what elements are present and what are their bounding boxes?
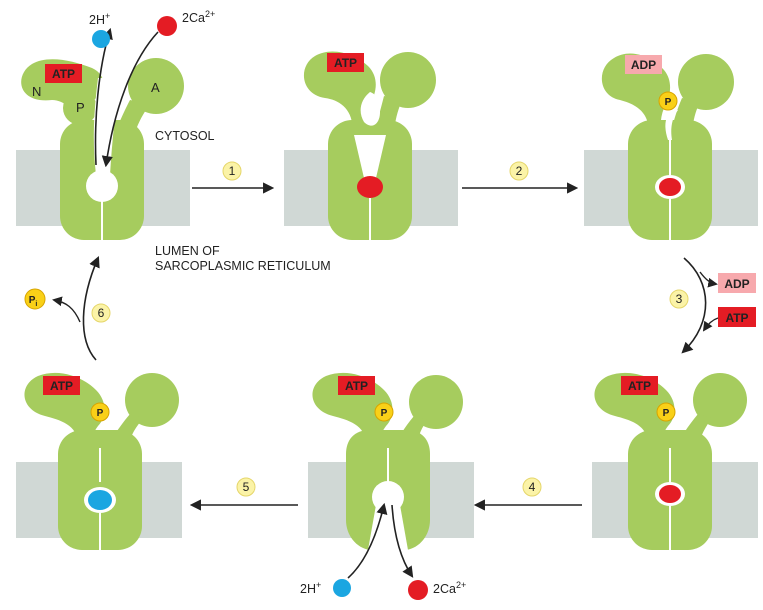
- step-4-badge: [522, 477, 542, 497]
- adp-label: ADP: [631, 58, 656, 72]
- phosphate-badge: [656, 402, 676, 422]
- state-2: ATP: [284, 51, 458, 240]
- lumen-label-line2: SARCOPLASMIC RETICULUM: [155, 259, 331, 273]
- state-5: ATP P: [308, 372, 474, 579]
- step-2-label: 2: [516, 164, 523, 178]
- atp-tag: [327, 53, 364, 72]
- calcium-label: 2Ca2+: [182, 9, 215, 25]
- a-domain: [678, 54, 734, 110]
- phosphate-badge: [90, 402, 110, 422]
- step-3-badge: [669, 289, 689, 309]
- calcium-release-arrow: [101, 31, 159, 168]
- cytosolic-cleft: [360, 92, 380, 126]
- lumenal-exit: [368, 505, 408, 550]
- proton-ion: [92, 30, 110, 48]
- proton-ion: [333, 579, 351, 597]
- atp-label: ATP: [345, 379, 368, 393]
- step-5-badge: [236, 477, 256, 497]
- adp-release-arrow: [699, 271, 718, 288]
- closed-cleft: [665, 108, 678, 140]
- step-6-label: 6: [98, 306, 105, 320]
- adp-tag: [718, 273, 756, 293]
- step-4-label: 4: [529, 480, 536, 494]
- adp-tag: [625, 55, 662, 74]
- p-domain: [63, 91, 97, 125]
- inorganic-phosphate-badge: [24, 288, 46, 310]
- proton-uptake-arrow: [347, 502, 388, 579]
- state-6: ATP P: [16, 372, 182, 550]
- atp-label: ATP: [50, 379, 73, 393]
- atp-tag: [621, 376, 658, 395]
- step-5-label: 5: [243, 480, 250, 494]
- bound-calcium: [659, 485, 681, 503]
- proton-label: 2H+: [89, 11, 110, 27]
- n-domain: [303, 51, 376, 138]
- atp-label: ATP: [52, 67, 75, 81]
- adp-label: ADP: [724, 277, 749, 291]
- atp-tag: [45, 64, 82, 83]
- calcium-ion: [408, 580, 428, 600]
- bound-calcium: [357, 176, 383, 198]
- a-domain-stalk: [108, 100, 150, 150]
- a-domain: [380, 52, 436, 108]
- calcium-ion: [157, 16, 177, 36]
- a-domain: [125, 373, 179, 427]
- phosphate-label: P: [665, 97, 672, 108]
- step-6-badge: [91, 303, 111, 323]
- a-domain-stalk: [106, 414, 144, 448]
- lumen-label-line1: LUMEN OF: [155, 244, 220, 258]
- phosphate-label: P: [381, 408, 388, 419]
- inorganic-phosphate-label: Pi: [29, 295, 38, 308]
- step-1-label: 1: [229, 164, 236, 178]
- phosphate-badge: [374, 402, 394, 422]
- step-3-arrow: [681, 257, 707, 354]
- state-1: ATP N P A: [16, 27, 190, 240]
- closed-vestibule: [354, 135, 386, 178]
- phosphate-release-arrow: [52, 296, 81, 323]
- atp-binding-arrow: [702, 317, 719, 332]
- bound-protons: [88, 490, 112, 510]
- calcium-label: 2Ca2+: [433, 580, 466, 596]
- atp-label: ATP: [334, 56, 357, 70]
- atp-label: ATP: [628, 379, 651, 393]
- atp-tag: [43, 376, 80, 395]
- n-domain: [601, 53, 671, 138]
- a-domain-label: A: [151, 80, 160, 95]
- a-domain-stalk: [374, 96, 402, 138]
- p-domain-label: P: [76, 100, 85, 115]
- atp-tag: [338, 376, 375, 395]
- proton-label: 2H+: [300, 580, 321, 596]
- step-3-label: 3: [676, 292, 683, 306]
- atp-label: ATP: [725, 311, 748, 325]
- cytosol-label: CYTOSOL: [155, 129, 215, 143]
- state-3: ADP P: [584, 53, 758, 240]
- atp-tag: [718, 307, 756, 327]
- a-domain: [128, 58, 184, 114]
- phosphate-label: P: [663, 408, 670, 419]
- a-domain-stalk: [394, 416, 428, 448]
- a-domain: [409, 375, 463, 429]
- binding-site-empty: [86, 170, 118, 202]
- a-domain-stalk: [670, 98, 700, 138]
- bound-calcium: [659, 178, 681, 196]
- state-4: ATP P: [592, 372, 758, 550]
- open-channel: [93, 78, 118, 175]
- a-domain-stalk: [676, 414, 712, 448]
- calcium-exit-arrow: [391, 504, 414, 578]
- step-1-badge: [222, 161, 242, 181]
- step-2-badge: [509, 161, 529, 181]
- a-domain: [693, 373, 747, 427]
- step-6-arrow: [82, 255, 100, 361]
- phosphate-badge: [658, 91, 678, 111]
- phosphate-label: P: [97, 408, 104, 419]
- n-domain-label: N: [32, 84, 41, 99]
